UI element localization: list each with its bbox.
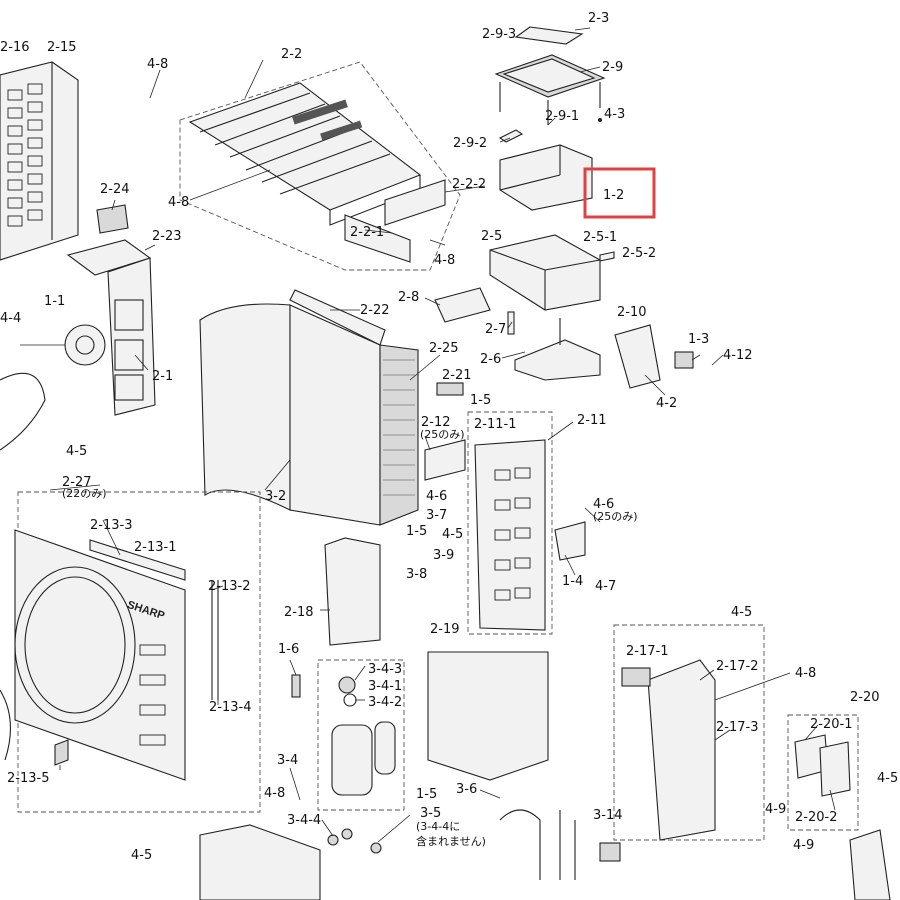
label-2-13-3: 2-13-3 xyxy=(90,518,132,533)
label-4-5-a: 4-5 xyxy=(66,444,87,459)
label-2-9: 2-9 xyxy=(602,60,623,75)
label-3-9: 3-9 xyxy=(433,548,454,563)
label-2-23: 2-23 xyxy=(152,229,182,244)
label-2-17-1: 2-17-1 xyxy=(626,644,668,659)
label-3-4-3: 3-4-3 xyxy=(368,662,402,677)
label-2-17-2: 2-17-2 xyxy=(716,659,758,674)
control-box-parts xyxy=(434,234,694,389)
label-1-5-b: 1-5 xyxy=(406,524,427,539)
label-2-20: 2-20 xyxy=(850,690,880,705)
label-2-24: 2-24 xyxy=(100,182,130,197)
leader-lines xyxy=(49,27,836,843)
label-2-22: 2-22 xyxy=(360,303,390,318)
label-2-20-2: 2-20-2 xyxy=(795,810,837,825)
side-panel-parts xyxy=(199,624,891,900)
label-1-5-a: 1-5 xyxy=(470,393,491,408)
label-3-5-note-2: 含まれません) xyxy=(416,834,486,848)
label-2-2: 2-2 xyxy=(281,47,302,62)
label-2-27: 2-27 xyxy=(62,475,92,490)
label-1-1: 1-1 xyxy=(44,294,65,309)
label-2-9-3: 2-9-3 xyxy=(482,27,516,42)
label-3-2: 3-2 xyxy=(265,489,286,504)
label-1-6: 1-6 xyxy=(278,642,299,657)
label-2-13-1: 2-13-1 xyxy=(134,540,176,555)
label-4-8-b: 4-8 xyxy=(168,195,189,210)
label-2-2-2: 2-2-2 xyxy=(452,177,486,192)
label-4-8-c: 4-8 xyxy=(434,253,455,268)
partition-panel-parts xyxy=(424,382,586,635)
label-2-27-note: (22のみ) xyxy=(62,487,107,500)
label-2-11-1: 2-11-1 xyxy=(474,417,516,432)
heat-exchanger-parts xyxy=(199,289,419,526)
label-4-9-a: 4-9 xyxy=(765,802,786,817)
label-2-2-1: 2-2-1 xyxy=(350,225,384,240)
label-2-6: 2-6 xyxy=(480,352,501,367)
label-3-8: 3-8 xyxy=(406,567,427,582)
label-2-12-note: (25のみ) xyxy=(420,428,465,441)
label-4-12: 4-12 xyxy=(723,348,753,363)
label-3-4: 3-4 xyxy=(277,753,298,768)
label-2-21: 2-21 xyxy=(442,368,472,383)
label-2-5-1: 2-5-1 xyxy=(583,230,617,245)
label-2-13-4: 2-13-4 xyxy=(209,700,251,715)
label-3-4-2: 3-4-2 xyxy=(368,695,402,710)
left-panel-parts xyxy=(0,61,156,451)
part-labels: 2-3 2-9-3 2-9 2-9-1 4-3 2-9-2 1-2 2-16 2… xyxy=(0,11,898,863)
label-4-2: 4-2 xyxy=(656,396,677,411)
label-3-4-1: 3-4-1 xyxy=(368,679,402,694)
label-4-5-c: 4-5 xyxy=(731,605,752,620)
label-1-2: 1-2 xyxy=(603,188,624,203)
front-panel-parts: SHARP xyxy=(0,491,261,813)
label-1-5-c: 1-5 xyxy=(416,787,437,802)
label-2-13-2: 2-13-2 xyxy=(208,579,250,594)
label-2-18: 2-18 xyxy=(284,605,314,620)
label-2-25: 2-25 xyxy=(429,341,459,356)
label-4-8-e: 4-8 xyxy=(264,786,285,801)
label-4-8-d: 4-8 xyxy=(795,666,816,681)
label-3-7: 3-7 xyxy=(426,508,447,523)
label-2-5-2: 2-5-2 xyxy=(622,246,656,261)
label-2-10: 2-10 xyxy=(617,305,647,320)
label-3-5: 3-5 xyxy=(420,806,441,821)
label-4-9-b: 4-9 xyxy=(793,838,814,853)
label-1-4: 1-4 xyxy=(562,574,583,589)
label-3-14: 3-14 xyxy=(593,808,623,823)
label-2-5: 2-5 xyxy=(481,229,502,244)
label-4-6-b-note: (25のみ) xyxy=(593,510,638,523)
label-2-1: 2-1 xyxy=(152,369,173,384)
label-4-5-e: 4-5 xyxy=(131,848,152,863)
label-2-7: 2-7 xyxy=(485,322,506,337)
label-2-12: 2-12 xyxy=(421,415,451,430)
label-4-7: 4-7 xyxy=(595,579,616,594)
label-2-8: 2-8 xyxy=(398,290,419,305)
label-2-20-1: 2-20-1 xyxy=(810,717,852,732)
label-2-17-3: 2-17-3 xyxy=(716,720,758,735)
label-3-4-4: 3-4-4 xyxy=(287,813,321,828)
label-4-6-a: 4-6 xyxy=(426,489,447,504)
label-2-15: 2-15 xyxy=(47,40,77,55)
label-4-5-b: 4-5 xyxy=(442,527,463,542)
label-2-11: 2-11 xyxy=(577,413,607,428)
label-2-9-1: 2-9-1 xyxy=(545,109,579,124)
label-4-3: 4-3 xyxy=(604,107,625,122)
label-4-8-a: 4-8 xyxy=(147,57,168,72)
label-2-19: 2-19 xyxy=(430,622,460,637)
top-cover-part xyxy=(179,61,461,271)
label-4-5-d: 4-5 xyxy=(877,771,898,786)
label-3-6: 3-6 xyxy=(456,782,477,797)
control-box-cover-parts xyxy=(494,26,606,211)
label-1-3: 1-3 xyxy=(688,332,709,347)
label-2-16: 2-16 xyxy=(0,40,30,55)
label-4-4: 4-4 xyxy=(0,311,21,326)
label-2-3: 2-3 xyxy=(588,11,609,26)
label-4-6-b: 4-6 xyxy=(593,497,614,512)
label-2-9-2: 2-9-2 xyxy=(453,136,487,151)
highlight-box xyxy=(583,167,656,219)
label-2-13-5: 2-13-5 xyxy=(7,771,49,786)
compressor-parts xyxy=(291,537,549,854)
label-3-5-note-1: (3-4-4に xyxy=(416,820,460,833)
